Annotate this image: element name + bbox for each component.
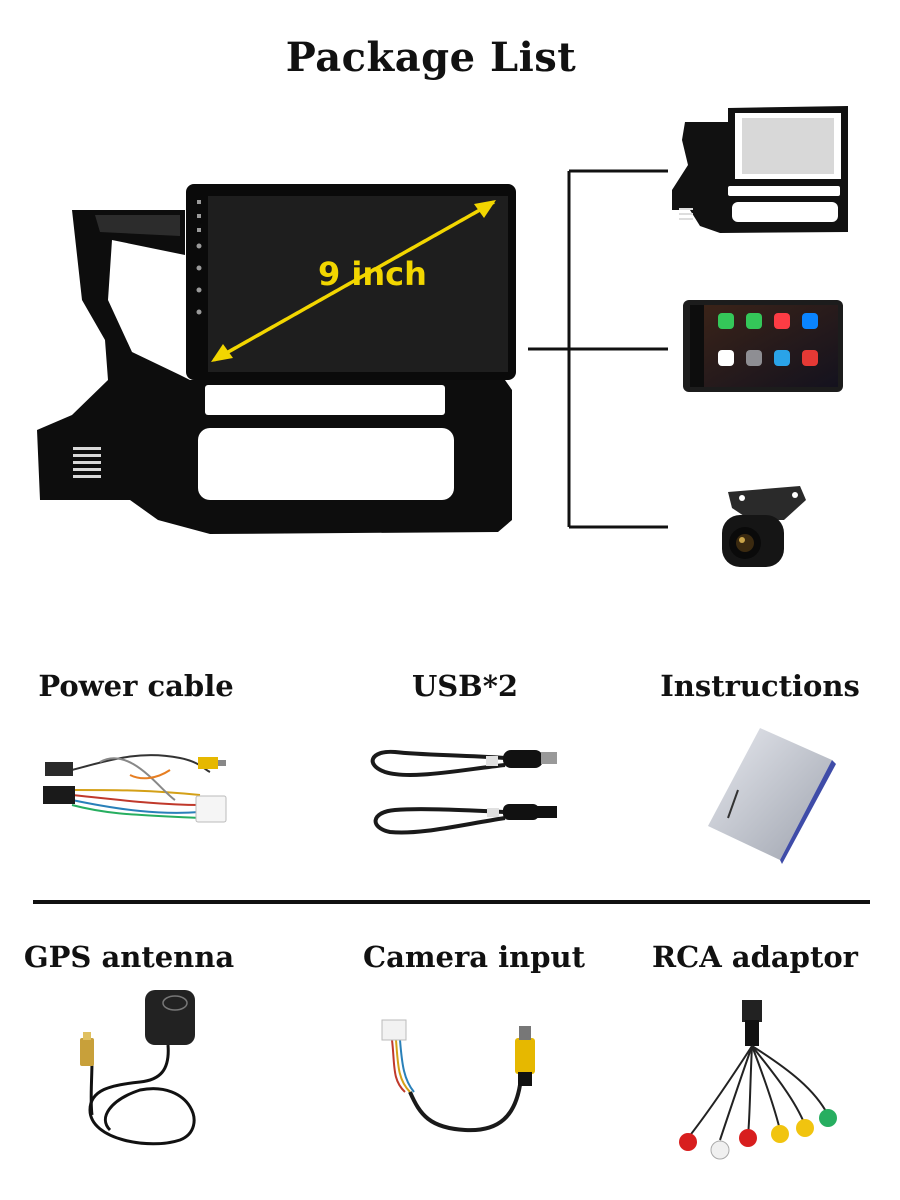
instructions-booklet-image xyxy=(708,728,836,864)
rca-adaptor-label: RCA adaptor xyxy=(652,940,858,974)
head-unit-with-frame-image xyxy=(37,184,516,534)
camera-input-label: Camera input xyxy=(362,940,586,974)
connector-lines xyxy=(528,169,668,529)
power-cable-label: Power cable xyxy=(38,669,234,703)
screen-size-label: 9 inch xyxy=(318,255,427,293)
dash-frame-image xyxy=(672,106,848,233)
instructions-label: Instructions xyxy=(660,669,860,703)
section-divider xyxy=(33,900,870,904)
usb-label: USB*2 xyxy=(411,669,519,703)
gps-antenna-label: GPS antenna xyxy=(23,940,235,974)
power-cable-image xyxy=(43,754,227,823)
carplay-screen-image xyxy=(683,300,843,392)
usb-cables-image xyxy=(370,749,557,835)
page-title: Package List xyxy=(285,34,577,81)
backup-camera-image xyxy=(722,486,806,567)
